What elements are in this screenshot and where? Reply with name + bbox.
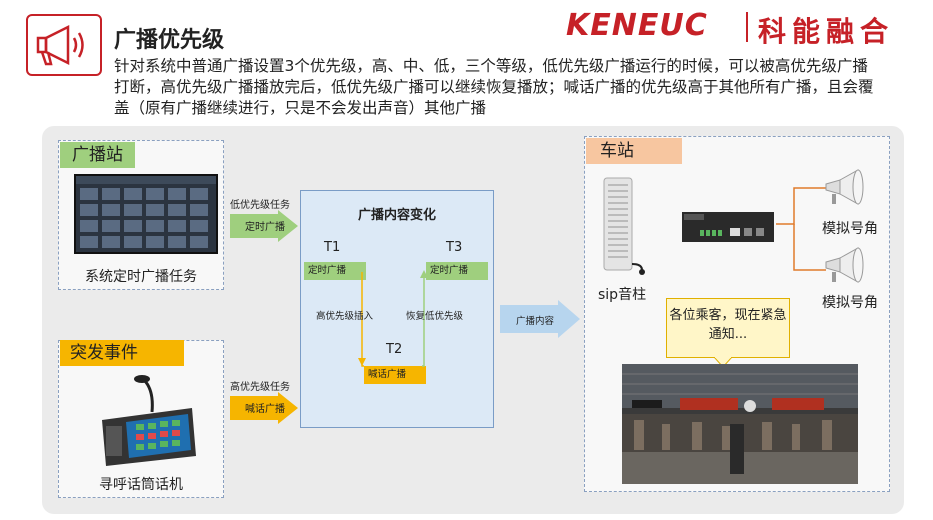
- emergency-event-label: 突发事件: [60, 340, 184, 366]
- broadcast-icon-box: [26, 14, 102, 76]
- brand-logo-en: KENEUC: [566, 8, 708, 43]
- audio-amplifier-icon: [680, 208, 776, 244]
- broadcast-content-arrow-text: 广播内容: [516, 313, 554, 327]
- page-description: 针对系统中普通广播设置3个优先级，高、中、低，三个等级，低优先级广播运行的时候，…: [114, 56, 874, 119]
- brand-logo-cn: 科能融合: [758, 10, 894, 50]
- broadcast-station-caption: 系统定时广播任务: [58, 266, 224, 286]
- high-priority-arrow-text: 喊话广播: [245, 400, 285, 415]
- emergency-event-caption: 寻呼话筒话机: [58, 474, 224, 494]
- sip-column-label: sip音柱: [598, 284, 646, 304]
- broadcast-station-label: 广播站: [60, 142, 135, 168]
- control-panel-grid-icon: [76, 176, 216, 252]
- page-title: 广播优先级: [114, 22, 224, 54]
- high-priority-task-label: 高优先级任务: [230, 378, 290, 393]
- control-panel-image: [74, 174, 218, 254]
- restore-low-priority-label: 恢复低优先级: [406, 308, 463, 322]
- train-station-label: 车站: [586, 138, 682, 164]
- analog-horn-label-2: 模拟号角: [822, 292, 878, 312]
- high-priority-insert-label: 高优先级插入: [316, 308, 373, 322]
- station-hall-photo: [622, 364, 858, 484]
- sip-column-speaker-icon: [598, 174, 652, 282]
- low-priority-arrow-text: 定时广播: [245, 218, 285, 233]
- analog-horn-icon-2: [822, 246, 866, 286]
- analog-horn-icon-1: [822, 168, 866, 208]
- megaphone-icon: [28, 16, 100, 74]
- low-priority-task-label: 低优先级任务: [230, 196, 290, 211]
- announcement-speech-bubble: 各位乘客，现在紧急通知...: [666, 298, 790, 358]
- paging-microphone-icon: [96, 372, 200, 468]
- paging-microphone-image: [96, 372, 200, 468]
- analog-horn-label-1: 模拟号角: [822, 218, 878, 238]
- logo-divider: [746, 12, 748, 42]
